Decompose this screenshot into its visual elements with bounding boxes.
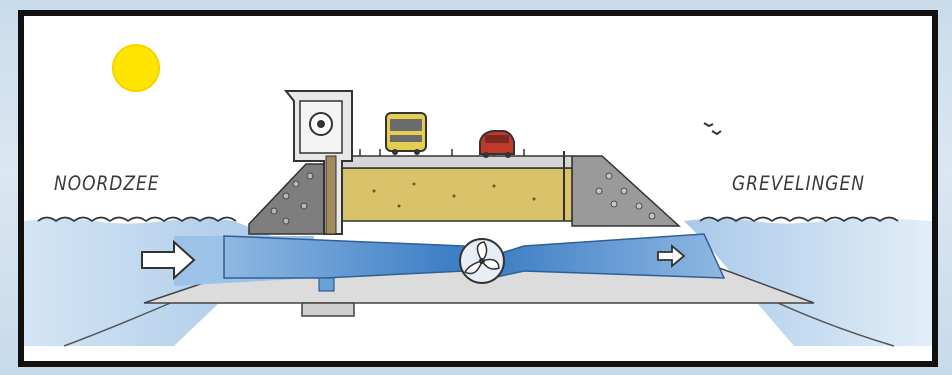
car-icon (480, 131, 514, 158)
label-noordzee: NOORDZEE (54, 173, 160, 196)
road (324, 156, 572, 168)
birds-icon (704, 123, 721, 134)
foundation (302, 303, 354, 316)
label-grevelingen: GREVELINGEN (732, 173, 865, 196)
diagram-frame: NOORDZEE GREVELINGEN (18, 10, 938, 367)
sun-icon (113, 45, 159, 91)
sand-core (342, 168, 572, 221)
turbine-icon (460, 239, 504, 283)
bus-icon (386, 113, 426, 155)
